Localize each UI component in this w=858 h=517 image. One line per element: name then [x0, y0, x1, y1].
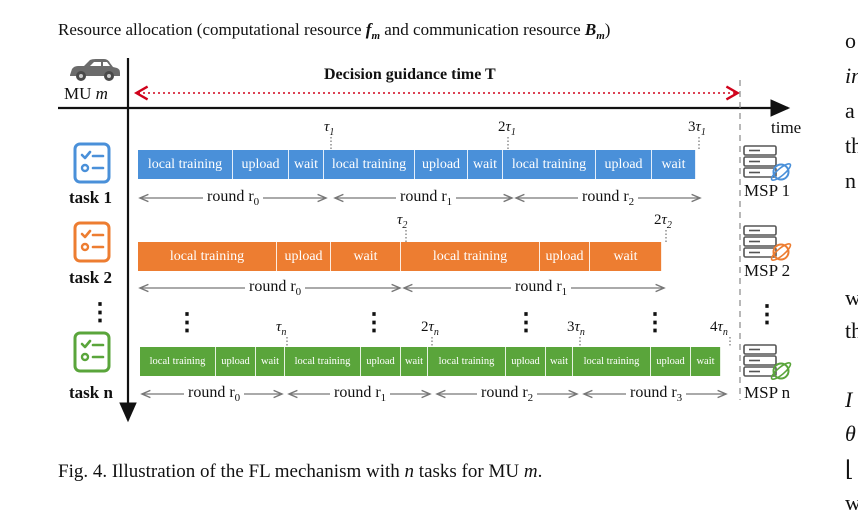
tau-label: τ2	[397, 212, 408, 231]
guidance-label: Decision guidance time T	[324, 66, 496, 83]
timeline-segment: upload	[233, 150, 289, 179]
tau-label: 3τn	[567, 319, 585, 338]
right-text-fragment: th	[845, 133, 858, 158]
timeline-segment: wait	[590, 242, 662, 271]
timeline-segment: wait	[289, 150, 324, 179]
task-label: task n	[69, 383, 113, 402]
time-label: time	[771, 118, 802, 137]
right-text-fragment: n	[845, 168, 856, 193]
tau-label: 2τ2	[654, 212, 672, 231]
timeline-segment: local training	[573, 347, 651, 376]
timeline-segment: local training	[324, 150, 415, 179]
timeline-segment: wait	[468, 150, 503, 179]
server-icon	[743, 344, 792, 380]
task-ellipsis: ⋮	[88, 300, 112, 326]
timeline-segment: wait	[256, 347, 285, 376]
timeline-segment: local training	[428, 347, 506, 376]
task-label: task 2	[69, 268, 112, 287]
timeline-segment: upload	[361, 347, 401, 376]
tau-label: 4τn	[710, 319, 728, 338]
timeline-segment: upload	[506, 347, 546, 376]
task-label: task 1	[69, 188, 112, 207]
right-text-fragment: I	[845, 387, 853, 412]
round-label: round r0	[245, 278, 306, 299]
timeline-segment: wait	[401, 347, 428, 376]
tau-label: 2τ1	[498, 119, 516, 138]
right-text-fragment: th	[845, 318, 858, 343]
timeline-segment: local training	[138, 150, 233, 179]
timeline-segment: upload	[651, 347, 691, 376]
figure-caption: Fig. 4. Illustration of the FL mechanism…	[58, 461, 543, 482]
msp-label: MSP 1	[744, 181, 791, 200]
row-ellipsis-2: ⋮	[362, 310, 386, 336]
timeline-segment: upload	[540, 242, 590, 271]
row-ellipsis-3: ⋮	[514, 310, 538, 336]
timeline-segment: local training	[140, 347, 216, 376]
right-text-fragment: in	[845, 63, 858, 88]
right-text-fragment: θ	[845, 421, 856, 446]
round-label: round r1	[511, 278, 572, 299]
checklist-icon	[73, 331, 111, 373]
figure-title: Resource allocation (computational resou…	[58, 20, 611, 43]
round-label: round r3	[626, 384, 687, 405]
round-label: round r0	[203, 188, 264, 209]
right-text-fragment: o	[845, 28, 856, 53]
msp-label: MSP 2	[744, 261, 791, 280]
tau-label: 3τ1	[688, 119, 706, 138]
row-ellipsis-1: ⋮	[175, 310, 199, 336]
timeline-segment: local training	[138, 242, 277, 271]
timeline-segment: upload	[277, 242, 331, 271]
mu-label: MU m	[64, 84, 108, 103]
row-ellipsis-4: ⋮	[643, 310, 667, 336]
round-label: round r2	[477, 384, 538, 405]
timeline-segment: local training	[401, 242, 540, 271]
round-label: round r0	[184, 384, 245, 405]
timeline-segment: upload	[415, 150, 468, 179]
server-icon	[743, 145, 792, 181]
round-label: round r2	[578, 188, 639, 209]
msp-ellipsis: ⋮	[755, 302, 779, 328]
car-icon	[70, 59, 120, 81]
timeline-segment: local training	[503, 150, 596, 179]
timeline-segment: upload	[596, 150, 652, 179]
timeline-segment: upload	[216, 347, 256, 376]
timeline-segment: wait	[331, 242, 401, 271]
right-text-fragment: w	[845, 285, 858, 310]
round-label: round r1	[396, 188, 457, 209]
tau-label: τ1	[324, 119, 335, 138]
round-label: round r1	[330, 384, 391, 405]
right-text-fragment: w	[845, 490, 858, 515]
msp-label: MSP n	[744, 383, 791, 402]
tau-label: 2τn	[421, 319, 439, 338]
checklist-icon	[73, 142, 111, 184]
right-text-fragment: ⌊	[845, 456, 854, 481]
timeline-segment: wait	[691, 347, 721, 376]
timeline-segment: wait	[546, 347, 573, 376]
timeline-segment: wait	[652, 150, 696, 179]
right-text-fragment: a	[845, 98, 855, 123]
timeline-segment: local training	[285, 347, 361, 376]
server-icon	[743, 225, 792, 261]
checklist-icon	[73, 221, 111, 263]
tau-label: τn	[276, 319, 287, 338]
